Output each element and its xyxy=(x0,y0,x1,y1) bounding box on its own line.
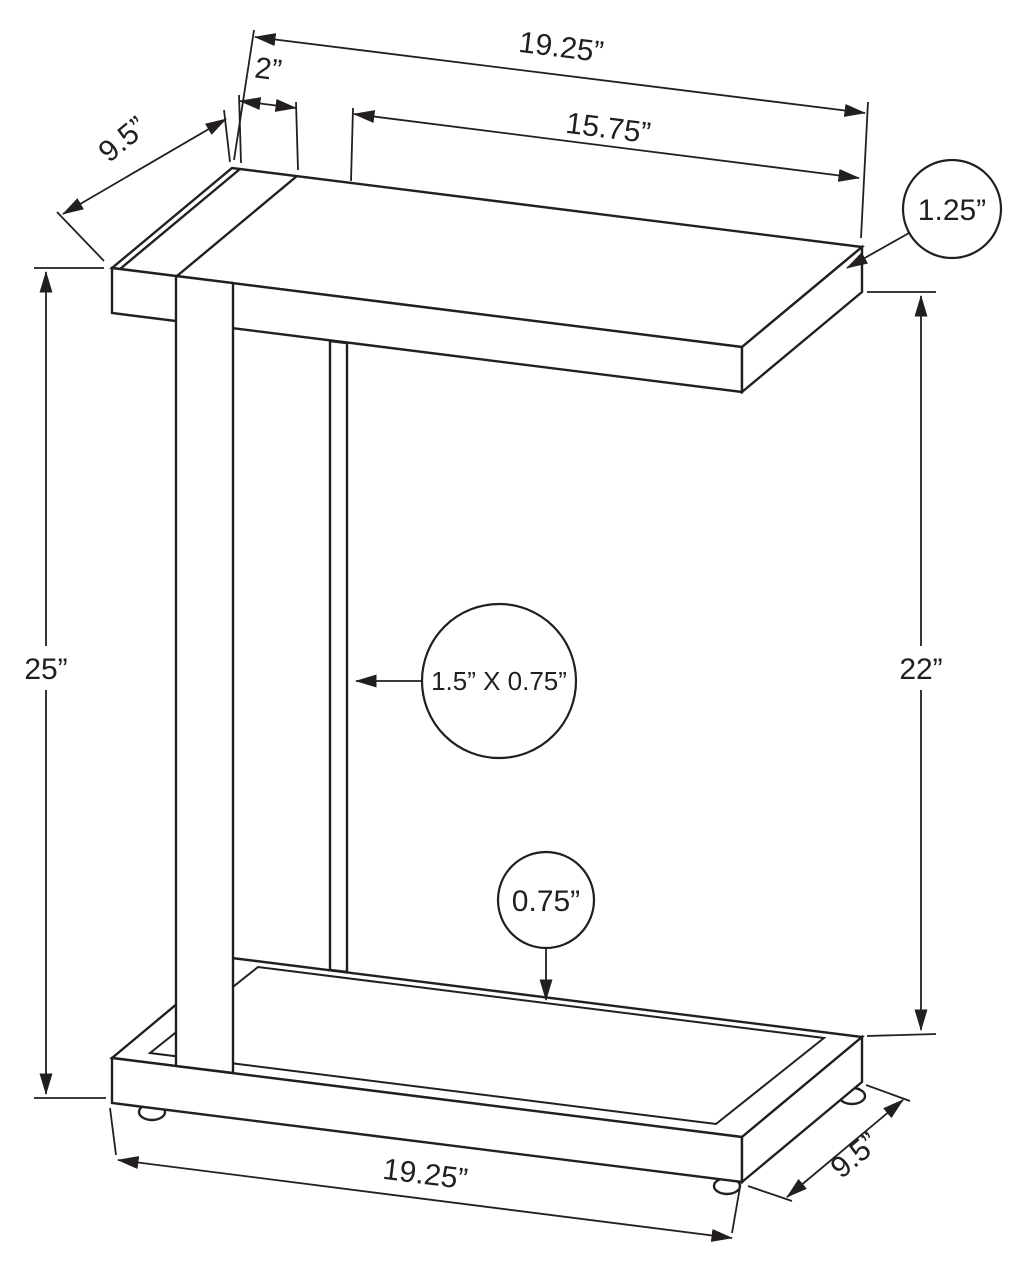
c-shaped-table xyxy=(109,166,867,1196)
top-slab xyxy=(109,166,865,395)
dim-top-thickness-label: 1.25” xyxy=(918,194,986,227)
dim-top-offset: 2” xyxy=(238,52,299,171)
dim-base-length-label: 19.25” xyxy=(381,1153,470,1196)
dimension-line xyxy=(352,110,861,182)
dim-top-offset-label: 2” xyxy=(253,52,284,88)
extension-line xyxy=(295,101,299,171)
extension-line xyxy=(109,1107,117,1156)
top-slab-right-face xyxy=(740,244,864,395)
extension-line xyxy=(747,1185,793,1202)
top-frame-band-right-edge xyxy=(176,175,298,277)
dim-base-depth-label: 9.5” xyxy=(824,1126,885,1185)
dim-clear-height-label: 22” xyxy=(899,653,942,686)
dim-leg-section: 1.5” X 0.75” xyxy=(354,602,578,760)
extension-line xyxy=(238,94,242,164)
dim-base-thickness-label: 0.75” xyxy=(512,885,580,918)
dim-top-depth-label: 9.5” xyxy=(93,110,154,168)
dimension-line xyxy=(786,1099,904,1198)
dim-top-length-label: 19.25” xyxy=(517,26,606,69)
dimension-line xyxy=(116,1156,734,1242)
extension-line xyxy=(350,107,354,182)
dim-top-clear-length: 15.75” xyxy=(350,107,861,182)
dimension-line xyxy=(253,33,867,117)
extension-line xyxy=(860,101,869,239)
label-backing xyxy=(895,646,947,690)
extension-line xyxy=(731,1186,741,1234)
front-leg-post xyxy=(174,274,235,1075)
dimension-line xyxy=(238,97,298,112)
dim-top-thickness: 1.25” xyxy=(846,158,1003,269)
extension-line xyxy=(233,29,255,161)
dimension-line xyxy=(62,118,227,215)
dim-overall-height-label: 25” xyxy=(24,653,67,686)
extension-line xyxy=(866,1033,937,1037)
extension-line xyxy=(223,109,231,163)
dim-leg-section-label: 1.5” X 0.75” xyxy=(431,666,567,696)
extension-line xyxy=(56,211,105,262)
rear-leg-post xyxy=(328,339,349,974)
dim-base-thickness: 0.75” xyxy=(496,850,596,1002)
dim-top-clear-length-label: 15.75” xyxy=(564,107,653,150)
callout-circle xyxy=(901,158,1003,260)
label-backing xyxy=(20,646,72,690)
bottom-shelf xyxy=(109,956,865,1185)
dim-overall-height: 25” xyxy=(20,267,106,1099)
dim-clear-height: 22” xyxy=(866,291,947,1037)
extension-line xyxy=(865,1084,911,1102)
leader-arrow xyxy=(846,232,910,269)
